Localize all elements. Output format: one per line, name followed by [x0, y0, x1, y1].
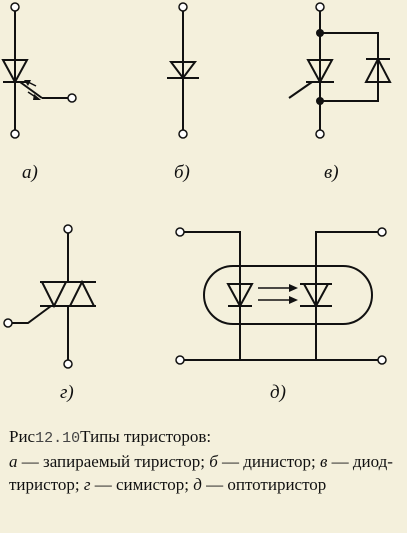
opto-terminal-bottom-right — [377, 355, 387, 365]
dt-top-terminal — [315, 2, 325, 12]
dt-gate-lead — [288, 81, 313, 99]
label-g: г) — [60, 382, 74, 403]
dinistor-triangle — [169, 61, 197, 80]
label-a: а) — [22, 162, 38, 183]
caption-letter-b: б — [209, 452, 218, 471]
opto-thyristor-triangle — [302, 283, 330, 309]
opto-thyristor-circuit — [184, 231, 378, 361]
symbol-gto-thyristor: а) — [1, 2, 77, 183]
caption-text-a: — запираемый тиристор; — [17, 452, 210, 471]
dt-junction-top — [316, 29, 324, 37]
triac-triangle-up — [68, 279, 96, 307]
caption-letter-g: г — [83, 475, 91, 494]
opto-led-circuit — [184, 231, 378, 361]
caption-letter-d: д — [193, 475, 202, 494]
triac-bottom-terminal — [63, 359, 73, 369]
gto-anode-terminal — [10, 2, 20, 12]
caption-number: 12.10 — [35, 430, 81, 447]
figure-caption: Рис12.10Типы тиристоров: а — запираемый … — [9, 425, 403, 496]
label-b: б) — [174, 162, 190, 183]
caption-letter-v: в — [319, 452, 328, 471]
thyristor-diagram: а) б) в) г) — [1, 2, 392, 403]
opto-housing — [203, 265, 373, 325]
dt-bottom-terminal — [315, 129, 325, 139]
opto-led-triangle — [226, 283, 254, 309]
triac-triangle-down — [40, 281, 68, 309]
triac-gate-terminal — [3, 318, 13, 328]
caption-text-d: — оптотиристор — [201, 475, 327, 494]
gto-arrowhead-out — [33, 94, 41, 100]
gto-arrowhead-in — [24, 80, 31, 86]
dt-thyristor-triangle — [306, 59, 334, 85]
gto-gate-terminal — [67, 93, 77, 103]
opto-terminal-top-left — [175, 227, 185, 237]
dt-bypass-loop — [320, 32, 379, 102]
caption-text-g: — симистор; — [90, 475, 194, 494]
triac-gate-lead — [12, 305, 52, 324]
symbol-diode-thyristor: в) — [288, 2, 392, 183]
gto-triangle — [1, 59, 29, 85]
opto-light-arrowhead-2 — [289, 296, 298, 304]
gto-gate-diagonal — [19, 81, 43, 99]
opto-terminal-bottom-left — [175, 355, 185, 365]
caption-text-b: — динистор; — [217, 452, 316, 471]
symbol-triac: г) — [3, 224, 96, 403]
caption-description: а — запираемый тиристор; б — динистор; в… — [9, 450, 403, 496]
dinistor-top-terminal — [178, 2, 188, 12]
dt-diode-triangle — [364, 56, 392, 83]
caption-text-v: — диод-тиристор; — [9, 452, 393, 494]
symbol-dinistor: б) — [167, 2, 199, 183]
triac-top-terminal — [63, 224, 73, 234]
dt-junction-bottom — [316, 97, 324, 105]
gto-cathode-terminal — [10, 129, 20, 139]
caption-title: Типы тиристоров: — [80, 427, 212, 446]
opto-light-arrowhead-1 — [289, 284, 298, 292]
label-v: в) — [324, 162, 339, 183]
opto-terminal-top-right — [377, 227, 387, 237]
symbol-optothyristor: д) — [175, 227, 387, 403]
caption-letter-a: а — [9, 452, 18, 471]
caption-title-line: Рис12.10Типы тиристоров: — [9, 425, 403, 450]
label-d: д) — [270, 382, 286, 403]
dinistor-bottom-terminal — [178, 129, 188, 139]
caption-prefix: Рис — [9, 427, 36, 446]
